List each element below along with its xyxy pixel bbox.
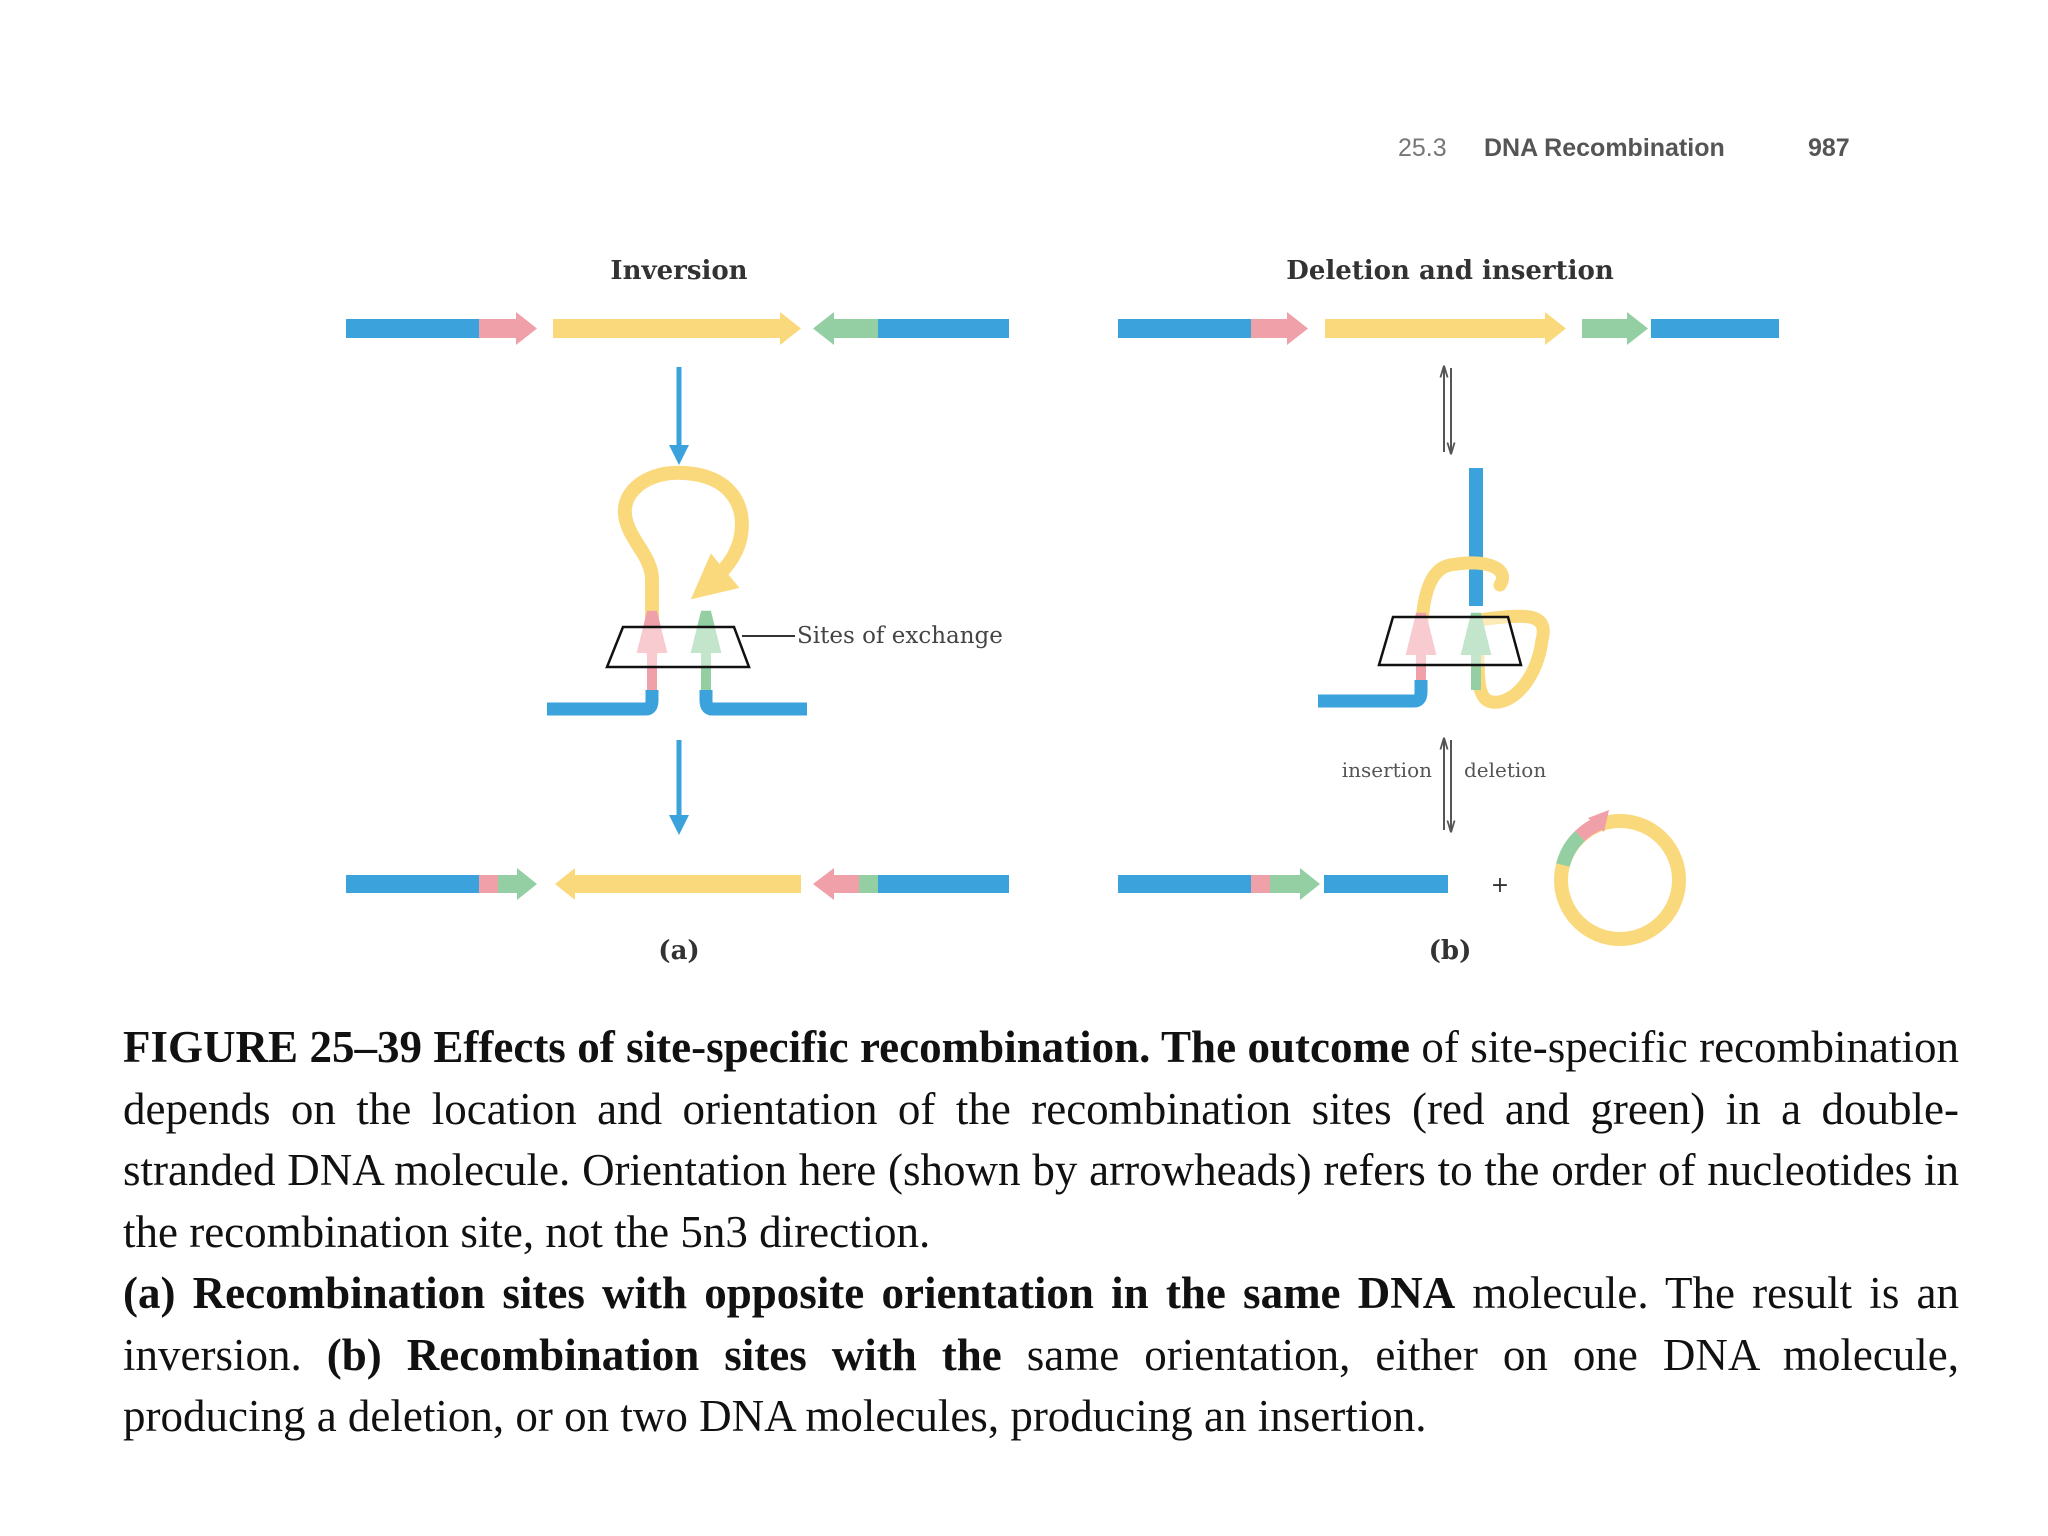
page-number: 987	[1808, 134, 1850, 162]
yellow-segment-arrow	[553, 312, 801, 345]
dna-segment	[1118, 319, 1251, 338]
running-head-section: 25.3	[1398, 134, 1447, 162]
caption-part-b-text: same orientation, either on one DNA mole…	[123, 1329, 1960, 1442]
red-site-up-arrow	[636, 610, 668, 695]
dna-segment	[878, 319, 1009, 338]
yellow-segment-arrow	[1325, 312, 1566, 345]
red-site-up-arrow	[1405, 612, 1437, 698]
panel-b: Deletion and insertion	[1118, 256, 1779, 966]
figure-id: FIGURE 25–39	[123, 1022, 422, 1072]
red-site-arrow	[1251, 312, 1308, 345]
panel-a: Inversion Sites of exchange	[346, 256, 1009, 966]
circular-dna-product	[1554, 810, 1686, 946]
green-site-arrow-reversed	[813, 312, 878, 345]
dna-segment	[346, 875, 479, 893]
exchange-plane	[1377, 615, 1523, 667]
dna-segment	[1118, 875, 1251, 893]
red-site-half	[1251, 875, 1270, 893]
red-site-half-arrow	[813, 868, 859, 900]
circular-dna	[1554, 814, 1686, 946]
dna-left-arm	[547, 690, 659, 716]
deletion-label: deletion	[1464, 758, 1546, 782]
panel-b-dna-after	[1118, 868, 1448, 900]
red-site-arrow	[479, 312, 537, 345]
panel-a-loop-intermediate: Sites of exchange	[547, 465, 1003, 716]
insertion-label: insertion	[1342, 758, 1432, 782]
green-site-half-arrow	[498, 868, 537, 900]
green-site-up-arrow	[1460, 612, 1492, 690]
yellow-loop	[617, 465, 749, 657]
reversible-arrow-labeled: insertion deletion	[1342, 740, 1546, 830]
panel-a-label: (a)	[658, 936, 699, 966]
reversible-arrow	[1444, 368, 1451, 452]
panel-b-intermediate	[1318, 468, 1550, 709]
green-site-arc	[1556, 830, 1585, 867]
running-head: 25.3 DNA Recombination 987	[1390, 134, 1860, 168]
inverted-yellow-arrow	[555, 868, 801, 900]
dna-segment	[1651, 319, 1779, 338]
figure-caption: FIGURE 25–39 Effects of site-specific re…	[123, 1017, 1959, 1448]
green-site-arrow	[1582, 312, 1648, 345]
caption-part-a-text: molecule. The result is an inversion.	[123, 1268, 1959, 1380]
recombination-diagram: Inversion Sites of exchange	[346, 256, 1779, 966]
dna-segment	[346, 319, 479, 338]
green-site-half-arrow	[1270, 868, 1320, 900]
plus-sign: +	[1491, 873, 1509, 898]
exchange-plane	[605, 625, 751, 669]
sites-of-exchange-label: Sites of exchange	[797, 623, 1003, 649]
panel-a-dna-after	[346, 868, 1009, 900]
panel-a-dna-before	[346, 312, 1009, 345]
dna-segment	[1324, 875, 1448, 893]
red-site-arrowhead	[1588, 810, 1609, 832]
dna-vertical-segment	[1469, 468, 1483, 606]
panel-a-title: Inversion	[610, 256, 747, 286]
caption-title: Effects of site-specific recombination. …	[433, 1022, 1410, 1072]
running-head-title: DNA Recombination	[1484, 134, 1725, 162]
panel-b-title: Deletion and insertion	[1286, 256, 1614, 286]
green-site-up-arrow	[690, 610, 722, 695]
red-site-half	[479, 875, 498, 893]
caption-part-a-heading: (a) Recombination sites with opposite or…	[123, 1268, 1456, 1318]
dna-segment	[878, 875, 1009, 893]
panel-b-label: (b)	[1429, 936, 1472, 966]
caption-body: of site-specific recombination depends o…	[123, 1022, 1960, 1257]
caption-part-b-heading: (b) Recombination sites with the	[326, 1329, 1002, 1380]
dna-right-arm	[699, 690, 807, 716]
dna-left-arm	[1318, 680, 1428, 708]
panel-b-dna-before	[1118, 312, 1779, 345]
green-site-half	[859, 875, 878, 893]
